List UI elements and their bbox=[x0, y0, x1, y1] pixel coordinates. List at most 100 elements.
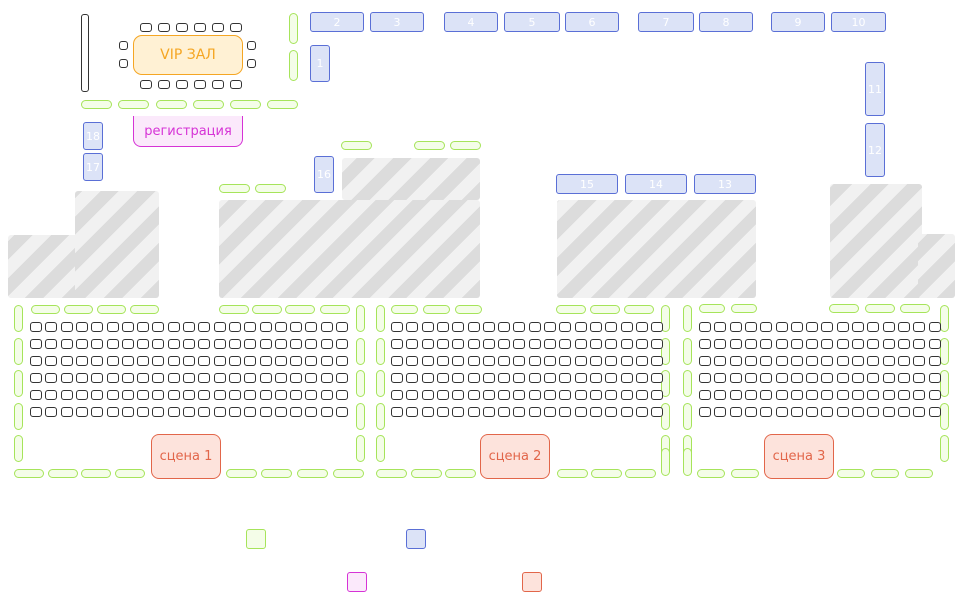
hall-3-seat[interactable] bbox=[821, 407, 834, 417]
green-zone[interactable] bbox=[871, 469, 899, 478]
hall-3-seat[interactable] bbox=[882, 339, 895, 349]
green-zone[interactable] bbox=[699, 304, 725, 313]
hall-3-seat[interactable] bbox=[790, 322, 803, 332]
hall-2-seat[interactable] bbox=[651, 390, 664, 400]
hall-1-seat[interactable] bbox=[336, 373, 348, 383]
hall-2-seat[interactable] bbox=[467, 322, 480, 332]
green-zone[interactable] bbox=[48, 469, 78, 478]
hall-3-seat[interactable] bbox=[714, 339, 727, 349]
hall-3-seat[interactable] bbox=[867, 339, 880, 349]
hall-2-seat[interactable] bbox=[391, 356, 403, 366]
hall-3-seat[interactable] bbox=[744, 339, 757, 349]
green-zone[interactable] bbox=[14, 469, 44, 478]
booth-16[interactable]: 16 bbox=[314, 156, 334, 193]
booth-9[interactable]: 9 bbox=[771, 12, 825, 32]
green-zone[interactable] bbox=[683, 403, 692, 430]
hall-1-seat[interactable] bbox=[259, 407, 272, 417]
hall-3-seat[interactable] bbox=[867, 373, 880, 383]
green-zone[interactable] bbox=[556, 305, 586, 314]
hall-3-seat[interactable] bbox=[897, 356, 910, 366]
hall-1-seat[interactable] bbox=[228, 356, 241, 366]
hall-1-seat[interactable] bbox=[91, 407, 104, 417]
hall-1-seat[interactable] bbox=[290, 373, 303, 383]
hall-1-seat[interactable] bbox=[91, 356, 104, 366]
hall-3-seat[interactable] bbox=[897, 322, 910, 332]
hall-2-seat[interactable] bbox=[635, 373, 648, 383]
hall-3-seat[interactable] bbox=[867, 322, 880, 332]
hall-3-seat[interactable] bbox=[882, 390, 895, 400]
hall-1-seat[interactable] bbox=[290, 356, 303, 366]
green-zone[interactable] bbox=[255, 184, 286, 193]
green-zone[interactable] bbox=[115, 469, 145, 478]
hall-1-seat[interactable] bbox=[30, 407, 42, 417]
hall-2-seat[interactable] bbox=[513, 373, 526, 383]
hall-3-seat[interactable] bbox=[775, 390, 788, 400]
stage-2[interactable]: сцена 2 bbox=[480, 434, 550, 479]
green-zone[interactable] bbox=[376, 435, 385, 462]
hall-1-seat[interactable] bbox=[244, 390, 257, 400]
hall-2-seat[interactable] bbox=[528, 322, 541, 332]
hall-2-seat[interactable] bbox=[498, 390, 511, 400]
hall-1-seat[interactable] bbox=[45, 356, 58, 366]
green-zone[interactable] bbox=[837, 469, 865, 478]
hall-1-seat[interactable] bbox=[290, 339, 303, 349]
hall-1-seat[interactable] bbox=[244, 339, 257, 349]
hall-2-seat[interactable] bbox=[421, 407, 434, 417]
hall-2-seat[interactable] bbox=[391, 390, 403, 400]
green-zone[interactable] bbox=[14, 370, 23, 397]
hall-1-seat[interactable] bbox=[121, 339, 134, 349]
hall-1-seat[interactable] bbox=[244, 322, 257, 332]
hall-1-seat[interactable] bbox=[198, 356, 211, 366]
hall-1-seat[interactable] bbox=[213, 373, 226, 383]
hall-3-seat[interactable] bbox=[744, 373, 757, 383]
hall-1-seat[interactable] bbox=[183, 339, 195, 349]
hall-2-seat[interactable] bbox=[589, 390, 602, 400]
hall-1-seat[interactable] bbox=[167, 407, 180, 417]
hall-1-seat[interactable] bbox=[305, 390, 318, 400]
hall-2-seat[interactable] bbox=[452, 407, 465, 417]
hall-1-seat[interactable] bbox=[167, 356, 180, 366]
hall-3-seat[interactable] bbox=[714, 373, 727, 383]
hall-3-seat[interactable] bbox=[806, 322, 819, 332]
hall-3-seat[interactable] bbox=[882, 407, 895, 417]
hall-3-seat[interactable] bbox=[699, 322, 711, 332]
hall-2-seat[interactable] bbox=[391, 339, 403, 349]
hall-1-seat[interactable] bbox=[274, 373, 287, 383]
hall-2-seat[interactable] bbox=[620, 356, 633, 366]
hall-2-seat[interactable] bbox=[436, 390, 449, 400]
hall-1-seat[interactable] bbox=[290, 322, 303, 332]
hall-2-seat[interactable] bbox=[406, 322, 419, 332]
booth-5[interactable]: 5 bbox=[504, 12, 560, 32]
green-zone[interactable] bbox=[624, 305, 654, 314]
hall-3-seat[interactable] bbox=[699, 390, 711, 400]
hall-2-seat[interactable] bbox=[574, 356, 587, 366]
hall-2-seat[interactable] bbox=[651, 356, 664, 366]
hall-3-seat[interactable] bbox=[928, 356, 941, 366]
hall-1-seat[interactable] bbox=[320, 356, 333, 366]
hall-3-seat[interactable] bbox=[790, 339, 803, 349]
hall-1-seat[interactable] bbox=[91, 339, 104, 349]
hall-2-seat[interactable] bbox=[559, 339, 572, 349]
green-zone[interactable] bbox=[940, 338, 949, 365]
hall-3-seat[interactable] bbox=[699, 339, 711, 349]
hall-2-seat[interactable] bbox=[406, 390, 419, 400]
hall-1-seat[interactable] bbox=[213, 339, 226, 349]
hall-2-seat[interactable] bbox=[544, 322, 556, 332]
hall-2-seat[interactable] bbox=[620, 373, 633, 383]
hall-1-seat[interactable] bbox=[45, 339, 58, 349]
hall-2-seat[interactable] bbox=[620, 390, 633, 400]
hall-1-seat[interactable] bbox=[91, 373, 104, 383]
hall-2-seat[interactable] bbox=[528, 373, 541, 383]
hall-3-seat[interactable] bbox=[836, 373, 849, 383]
hall-3-seat[interactable] bbox=[806, 339, 819, 349]
hall-2-seat[interactable] bbox=[421, 322, 434, 332]
hall-3-seat[interactable] bbox=[836, 390, 849, 400]
hall-1-seat[interactable] bbox=[305, 407, 318, 417]
hall-3-seat[interactable] bbox=[729, 356, 742, 366]
green-zone[interactable] bbox=[193, 100, 224, 109]
hall-1-seat[interactable] bbox=[152, 373, 165, 383]
hall-1-seat[interactable] bbox=[228, 390, 241, 400]
hall-3-seat[interactable] bbox=[821, 390, 834, 400]
hall-2-seat[interactable] bbox=[498, 356, 511, 366]
hall-2-seat[interactable] bbox=[436, 407, 449, 417]
